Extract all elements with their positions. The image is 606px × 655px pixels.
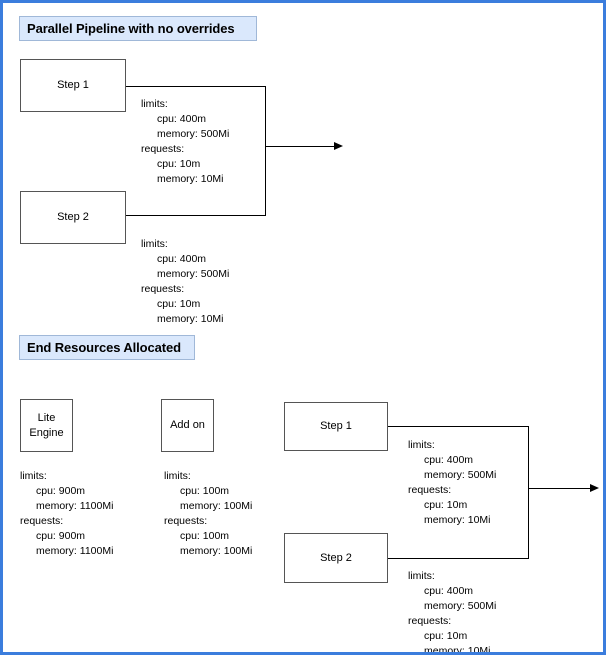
connector-output-top-horizontal [265,146,335,147]
add-on-label: Add on [170,419,205,431]
lite-engine-label-line-2: Engine [29,426,64,439]
lite-engine-resources: limits: cpu: 900m memory: 1100Mi request… [20,469,113,559]
limits-cpu: cpu: 400m [424,585,474,597]
add-on-resources: limits: cpu: 100m memory: 100Mi requests… [164,469,252,559]
connector-step2-top-horizontal [126,215,266,216]
limits-key: limits: [20,470,47,482]
step-2-resources-top: limits: cpu: 400m memory: 500Mi requests… [141,237,229,327]
lite-engine-label-line-1: Lite [37,411,56,424]
requests-key: requests: [408,615,452,627]
connector-step2-bottom-horizontal [388,558,529,559]
limits-cpu: cpu: 100m [180,485,230,497]
requests-key: requests: [164,515,208,527]
limits-cpu: cpu: 400m [424,454,474,466]
step-1-label-bottom: Step 1 [320,420,352,432]
connector-step1-bottom-horizontal [388,426,529,427]
step-1-resources-bottom: limits: cpu: 400m memory: 500Mi requests… [408,438,496,528]
add-on-box[interactable]: Add on [161,399,214,452]
requests-cpu: cpu: 10m [157,298,201,310]
limits-memory: memory: 500Mi [157,128,230,140]
limits-memory: memory: 100Mi [180,500,253,512]
step-1-label-top: Step 1 [57,79,89,91]
step-2-label-bottom: Step 2 [320,551,352,564]
connector-bracket-bottom-vertical [528,426,529,558]
requests-memory: memory: 10Mi [424,514,491,526]
requests-cpu: cpu: 10m [424,630,468,642]
requests-memory: memory: 1100Mi [36,545,114,557]
connector-output-bottom-horizontal [528,488,591,489]
step-1-box-top[interactable]: Step 1 [20,59,126,112]
limits-key: limits: [408,439,435,451]
step-2-box-bottom[interactable]: Step 2 [284,533,388,583]
limits-memory: memory: 500Mi [424,469,497,481]
step-2-box-top[interactable]: Step 2 [20,191,126,244]
requests-key: requests: [141,143,185,155]
step-2-label-top: Step 2 [57,211,89,223]
step-1-resources-top: limits: cpu: 400m memory: 500Mi requests… [141,97,229,187]
arrow-head-top [334,142,343,150]
limits-memory: memory: 1100Mi [36,500,114,512]
requests-memory: memory: 10Mi [157,173,224,185]
limits-memory: memory: 500Mi [424,600,497,612]
limits-key: limits: [164,470,191,482]
requests-memory: memory: 100Mi [180,545,253,557]
limits-cpu: cpu: 400m [157,253,207,265]
limits-key: limits: [408,570,435,582]
limits-key: limits: [141,238,168,250]
connector-step1-top-horizontal [126,86,266,87]
requests-cpu: cpu: 900m [36,530,86,542]
limits-memory: memory: 500Mi [157,268,230,280]
requests-cpu: cpu: 10m [157,158,201,170]
requests-cpu: cpu: 10m [424,499,468,511]
arrow-head-bottom [590,484,599,492]
requests-key: requests: [20,515,64,527]
requests-cpu: cpu: 100m [180,530,230,542]
requests-memory: memory: 10Mi [157,313,224,325]
requests-memory: memory: 10Mi [424,645,491,655]
connector-bracket-top-vertical [265,86,266,215]
section-title-end-resources: End Resources Allocated [19,335,195,360]
limits-cpu: cpu: 400m [157,113,207,125]
section-title-parallel-pipeline: Parallel Pipeline with no overrides [19,16,257,41]
step-2-resources-bottom: limits: cpu: 400m memory: 500Mi requests… [408,569,497,655]
step-1-box-bottom[interactable]: Step 1 [284,402,388,451]
limits-key: limits: [141,98,168,110]
requests-key: requests: [408,484,452,496]
limits-cpu: cpu: 900m [36,485,86,497]
requests-key: requests: [141,283,185,295]
